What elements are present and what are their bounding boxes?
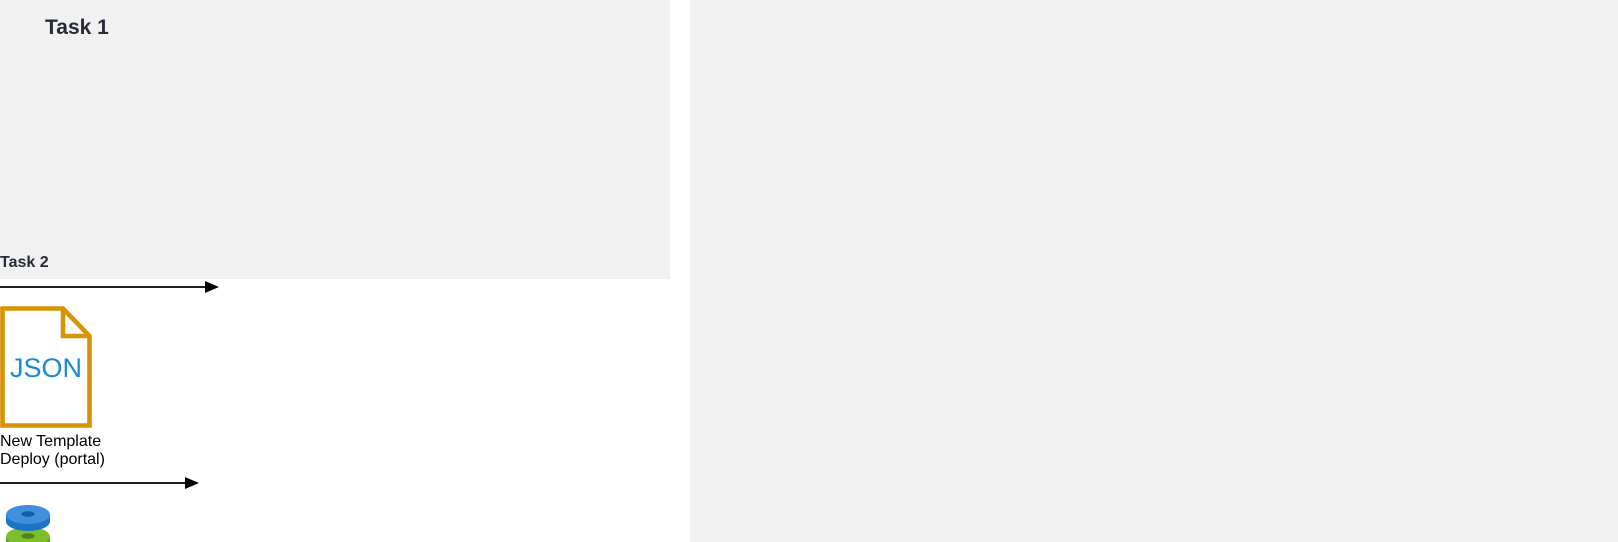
json-file-icon: JSON <box>0 306 1618 433</box>
task-1-panel <box>0 0 670 279</box>
svg-text:JSON: JSON <box>10 353 82 383</box>
deploy-portal-arrow <box>0 469 1618 502</box>
deploy-portal-label: Deploy (portal) <box>0 451 105 468</box>
task-1-caption: Task 1 <box>45 16 109 39</box>
edit-template-arrow <box>0 273 1618 306</box>
managed-disk-1-deployed-box: Managed Disk 1 <box>0 502 1618 542</box>
task-2-panel <box>690 0 1618 542</box>
managed-disk-icon <box>0 502 1618 542</box>
new-template-caption: New Template <box>0 433 102 450</box>
task-2-caption: Task 2 <box>0 254 49 271</box>
